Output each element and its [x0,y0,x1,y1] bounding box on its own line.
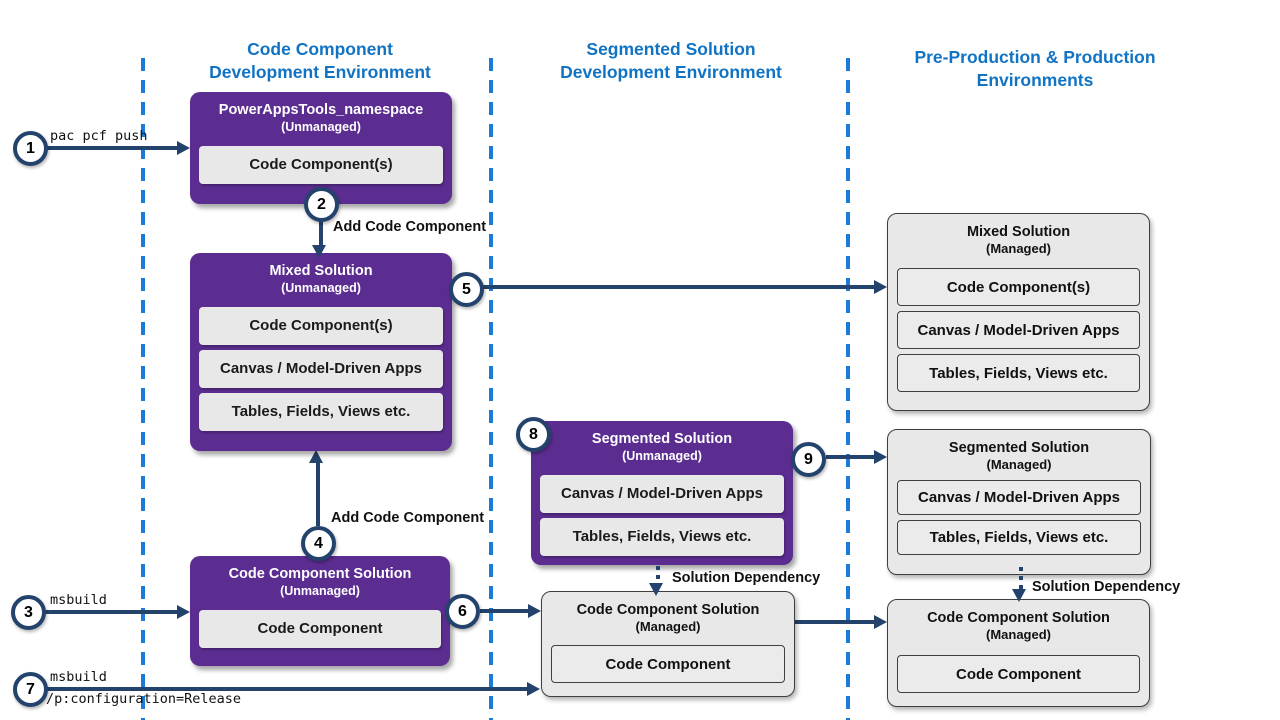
header-line: Development Environment [209,62,431,82]
box-segmented-solution-managed: Segmented Solution (Managed) Canvas / Mo… [887,429,1151,575]
header-line: Environments [976,70,1094,90]
box-title: Segmented Solution [948,440,1090,456]
header-line: Segmented Solution [586,39,756,59]
dotted-dependency-line-mid [656,566,660,584]
step-circle-2: 2 [304,187,339,222]
arrowhead-right-icon [528,604,541,618]
arrow-line-step9 [826,455,874,459]
box-row-code-components: Code Component(s) [199,307,443,345]
box-row-canvas-apps: Canvas / Model-Driven Apps [897,480,1141,515]
arrowhead-down-icon [1012,589,1026,602]
box-title: Code Component Solution [927,610,1110,626]
box-code-component-solution-managed-right: Code Component Solution (Managed) Code C… [887,599,1150,707]
box-title: Mixed Solution [966,224,1071,240]
box-title: PowerAppsTools_namespace [218,102,424,118]
column-separator-line [141,58,145,720]
header-line: Pre-Production & Production [914,47,1156,67]
step-circle-3: 3 [11,595,46,630]
column-header-preprod-prod: Pre-Production & Production Environments [870,46,1200,92]
box-mixed-solution-managed: Mixed Solution (Managed) Code Component(… [887,213,1150,411]
command-label-pac-pcf-push: pac pcf push [50,128,148,144]
column-separator-line [489,58,493,720]
column-separator-line [846,58,850,720]
box-subtitle: (Unmanaged) [280,584,360,598]
arrowhead-right-icon [177,605,190,619]
box-code-component-solution-unmanaged: Code Component Solution (Unmanaged) Code… [190,556,450,666]
arrow-line-step7 [46,687,528,691]
command-label-msbuild: msbuild [50,669,107,685]
arrowhead-right-icon [874,450,887,464]
command-label-msbuild-release: /p:configuration=Release [46,691,242,707]
box-title: Mixed Solution [269,263,373,279]
box-row-code-component: Code Component [551,645,785,683]
box-subtitle: (Managed) [986,457,1052,472]
arrowhead-right-icon [527,682,540,696]
box-subtitle: (Unmanaged) [622,449,702,463]
step-circle-5: 5 [449,272,484,307]
box-subtitle: (Unmanaged) [281,120,361,134]
label-add-code-component: Add Code Component [333,219,487,235]
box-row-code-components: Code Component(s) [897,268,1140,306]
step-circle-9: 9 [791,442,826,477]
step-circle-4: 4 [301,526,336,561]
dotted-dependency-line-right [1019,567,1023,590]
arrowhead-right-icon [874,280,887,294]
arrowhead-right-icon [177,141,190,155]
box-title: Code Component Solution [228,566,412,582]
box-row-code-component: Code Component [199,610,441,648]
header-line: Code Component [247,39,393,59]
box-powerappstools-namespace: PowerAppsTools_namespace (Unmanaged) Cod… [190,92,452,204]
box-row-code-component: Code Component [897,655,1140,693]
box-row-tables-fields: Tables, Fields, Views etc. [897,354,1140,392]
box-subtitle: (Managed) [986,241,1051,256]
box-row-code-components: Code Component(s) [199,146,443,184]
arrow-line-step3 [44,610,178,614]
step-circle-6: 6 [445,594,480,629]
box-title: Code Component Solution [576,602,760,618]
box-subtitle: (Managed) [635,619,701,634]
box-row-tables-fields: Tables, Fields, Views etc. [540,518,784,556]
label-solution-dependency: Solution Dependency [672,570,821,586]
arrow-line-step5 [480,285,875,289]
arrowhead-right-icon [874,615,887,629]
box-row-canvas-apps: Canvas / Model-Driven Apps [199,350,443,388]
step-circle-7: 7 [13,672,48,707]
arrowhead-down-icon [649,583,663,596]
step-circle-8: 8 [516,417,551,452]
label-solution-dependency: Solution Dependency [1032,579,1181,595]
box-code-component-solution-managed-mid: Code Component Solution (Managed) Code C… [541,591,795,697]
box-subtitle: (Managed) [986,627,1051,642]
box-row-tables-fields: Tables, Fields, Views etc. [199,393,443,431]
box-segmented-solution-unmanaged: Segmented Solution (Unmanaged) Canvas / … [531,421,793,565]
box-title: Segmented Solution [591,431,733,447]
header-line: Development Environment [560,62,782,82]
box-mixed-solution-unmanaged: Mixed Solution (Unmanaged) Code Componen… [190,253,452,451]
box-row-tables-fields: Tables, Fields, Views etc. [897,520,1141,555]
arrow-line-step4 [316,463,320,526]
box-subtitle: (Unmanaged) [281,281,361,295]
step-circle-1: 1 [13,131,48,166]
arrow-line-step2 [319,221,323,247]
box-row-canvas-apps: Canvas / Model-Driven Apps [540,475,784,513]
arrow-line-step1 [46,146,178,150]
arrowhead-down-icon [312,245,326,258]
label-add-code-component: Add Code Component [331,510,485,526]
arrowhead-up-icon [309,450,323,463]
command-label-msbuild: msbuild [50,592,107,608]
arrow-line-managed-promote [795,620,875,624]
box-row-canvas-apps: Canvas / Model-Driven Apps [897,311,1140,349]
arrow-line-step6 [480,609,529,613]
column-header-segmented-dev: Segmented Solution Development Environme… [506,38,836,84]
column-header-code-component-dev: Code Component Development Environment [155,38,485,84]
